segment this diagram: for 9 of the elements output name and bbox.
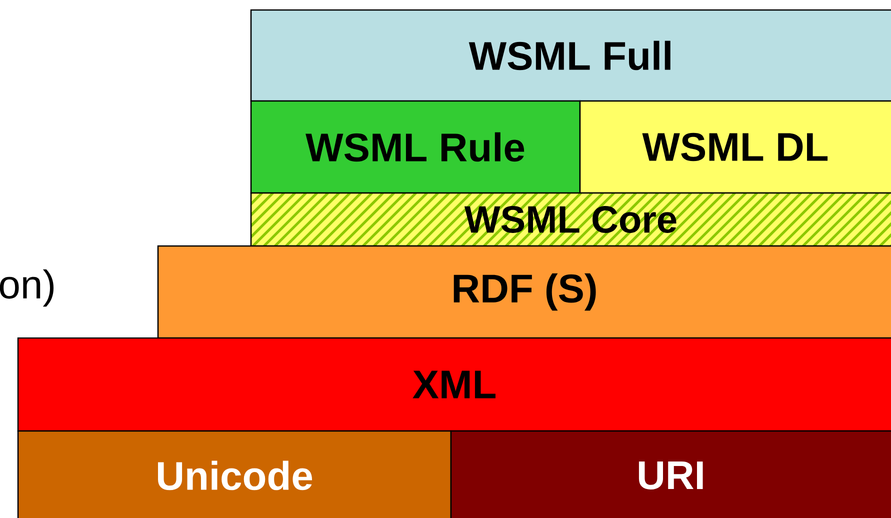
layer-box: XML xyxy=(17,337,891,432)
layer-box: WSML DL xyxy=(579,100,891,194)
layer-box: RDF (S) xyxy=(157,245,891,339)
layer-box: WSML Full xyxy=(250,9,891,102)
layer-box: WSML Rule xyxy=(250,100,581,194)
cut-off-text: on) xyxy=(0,269,54,307)
layer-box: URI xyxy=(450,430,891,518)
layer-box: Unicode xyxy=(17,430,452,518)
hatched-layer-box: WSML Core xyxy=(250,192,891,247)
